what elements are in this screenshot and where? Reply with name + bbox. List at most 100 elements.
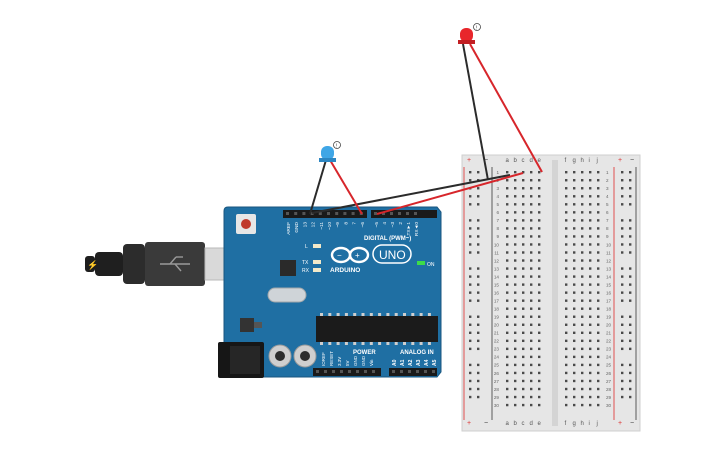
row-number: 26 <box>494 371 500 376</box>
row-number: 9 <box>496 234 499 239</box>
power-header[interactable] <box>313 368 381 376</box>
column-label: a <box>506 158 510 164</box>
usb-cable[interactable]: ⚡ <box>85 242 238 286</box>
digital-pin-label: 7 <box>352 222 358 225</box>
row-number: 7 <box>606 218 609 223</box>
power-label: POWER <box>353 350 376 356</box>
analog-pin-label: A0 <box>392 359 398 366</box>
row-number: 27 <box>606 379 612 384</box>
digital-header-2[interactable] <box>371 210 437 218</box>
analog-header[interactable] <box>389 368 437 376</box>
rail-label: − <box>630 420 634 427</box>
row-number: 13 <box>606 266 612 271</box>
column-label: f <box>565 158 567 164</box>
led-red[interactable]: ! <box>458 23 481 45</box>
row-number: 26 <box>606 371 612 376</box>
crystal <box>267 287 307 303</box>
row-number: 28 <box>494 387 500 392</box>
row-number: 2 <box>606 178 609 183</box>
column-label: e <box>538 421 542 427</box>
row-number: 23 <box>606 347 612 352</box>
arduino-logo: − + <box>330 246 370 264</box>
row-number: 30 <box>606 403 612 408</box>
rail-label: − <box>484 420 488 427</box>
column-label: b <box>514 158 518 164</box>
wire-black-blue-led-cathode[interactable] <box>309 159 327 215</box>
row-number: 5 <box>606 202 609 207</box>
rail-label: − <box>630 157 634 164</box>
column-label: a <box>506 421 510 427</box>
row-number: 4 <box>496 194 499 199</box>
column-label: c <box>522 421 525 427</box>
row-number: 20 <box>606 323 612 328</box>
wire-red-blue-led-anode[interactable] <box>329 159 363 215</box>
row-number: 3 <box>496 186 499 191</box>
digital-pin-label: ~5 <box>374 222 380 228</box>
rail-label: + <box>618 157 622 164</box>
wires[interactable] <box>309 43 543 215</box>
digital-pin-label: 4 <box>382 222 388 225</box>
digital-pin-label: ~3 <box>390 222 396 228</box>
power-pin-label: 3.3V <box>337 357 342 366</box>
row-number: 6 <box>606 210 609 215</box>
wire-red-led-anode[interactable] <box>469 43 543 173</box>
row-number: 12 <box>606 258 612 263</box>
wire-black-gnd-to-breadboard[interactable] <box>311 174 511 214</box>
row-number: 4 <box>606 194 609 199</box>
column-label: d <box>530 158 533 164</box>
column-label: i <box>589 158 590 164</box>
digital-pin-label: ~11 <box>319 222 325 230</box>
digital-header-1[interactable] <box>283 210 367 218</box>
column-label: j <box>596 421 598 427</box>
power-pin-label: GND <box>361 355 366 366</box>
column-label: b <box>514 421 518 427</box>
row-number: 12 <box>494 258 500 263</box>
column-label: h <box>581 158 584 164</box>
digital-pin-label: 13 <box>302 222 308 228</box>
row-number: 1 <box>496 170 499 175</box>
row-number: 16 <box>494 290 500 295</box>
rail-label: + <box>618 420 622 427</box>
wire-red-pin-to-breadboard[interactable] <box>376 172 524 215</box>
svg-text:!: ! <box>336 144 337 150</box>
row-number: 30 <box>494 403 500 408</box>
on-label: ON <box>427 262 435 268</box>
svg-text:−: − <box>337 251 342 260</box>
rail-label: + <box>467 420 471 427</box>
digital-pin-label: ~10 <box>327 222 333 230</box>
row-number: 22 <box>606 339 612 344</box>
digital-pin-label: 12 <box>311 222 317 228</box>
row-number: 7 <box>496 218 499 223</box>
led-blue[interactable]: ! <box>319 141 341 163</box>
row-number: 10 <box>494 242 500 247</box>
row-number: 8 <box>496 226 499 231</box>
power-pin-label: RESET <box>329 351 334 366</box>
led-rx-label: RX <box>302 268 310 274</box>
row-number: 1 <box>606 170 609 175</box>
analog-label: ANALOG IN <box>400 350 434 356</box>
atmega-chip <box>316 316 438 342</box>
column-label: e <box>538 158 542 164</box>
led-l-label: L <box>305 244 308 250</box>
row-number: 6 <box>496 210 499 215</box>
power-pin-label: Vin <box>369 359 374 366</box>
row-number: 20 <box>494 323 500 328</box>
row-number: 19 <box>494 315 500 320</box>
lightning-icon: ⚡ <box>87 259 98 271</box>
row-number: 18 <box>606 307 612 312</box>
row-number: 27 <box>494 379 500 384</box>
row-number: 22 <box>494 339 500 344</box>
digital-pin-label: 2 <box>398 222 404 225</box>
row-number: 25 <box>494 363 500 368</box>
wire-black-led-cathode[interactable] <box>462 43 489 181</box>
row-number: 8 <box>606 226 609 231</box>
svg-text:+: + <box>355 251 360 260</box>
rail-label: − <box>484 157 488 164</box>
analog-pin-label: A4 <box>424 359 430 366</box>
row-number: 24 <box>494 355 500 360</box>
analog-pin-label: A3 <box>416 359 422 366</box>
column-label: d <box>530 421 533 427</box>
row-number: 15 <box>494 282 500 287</box>
